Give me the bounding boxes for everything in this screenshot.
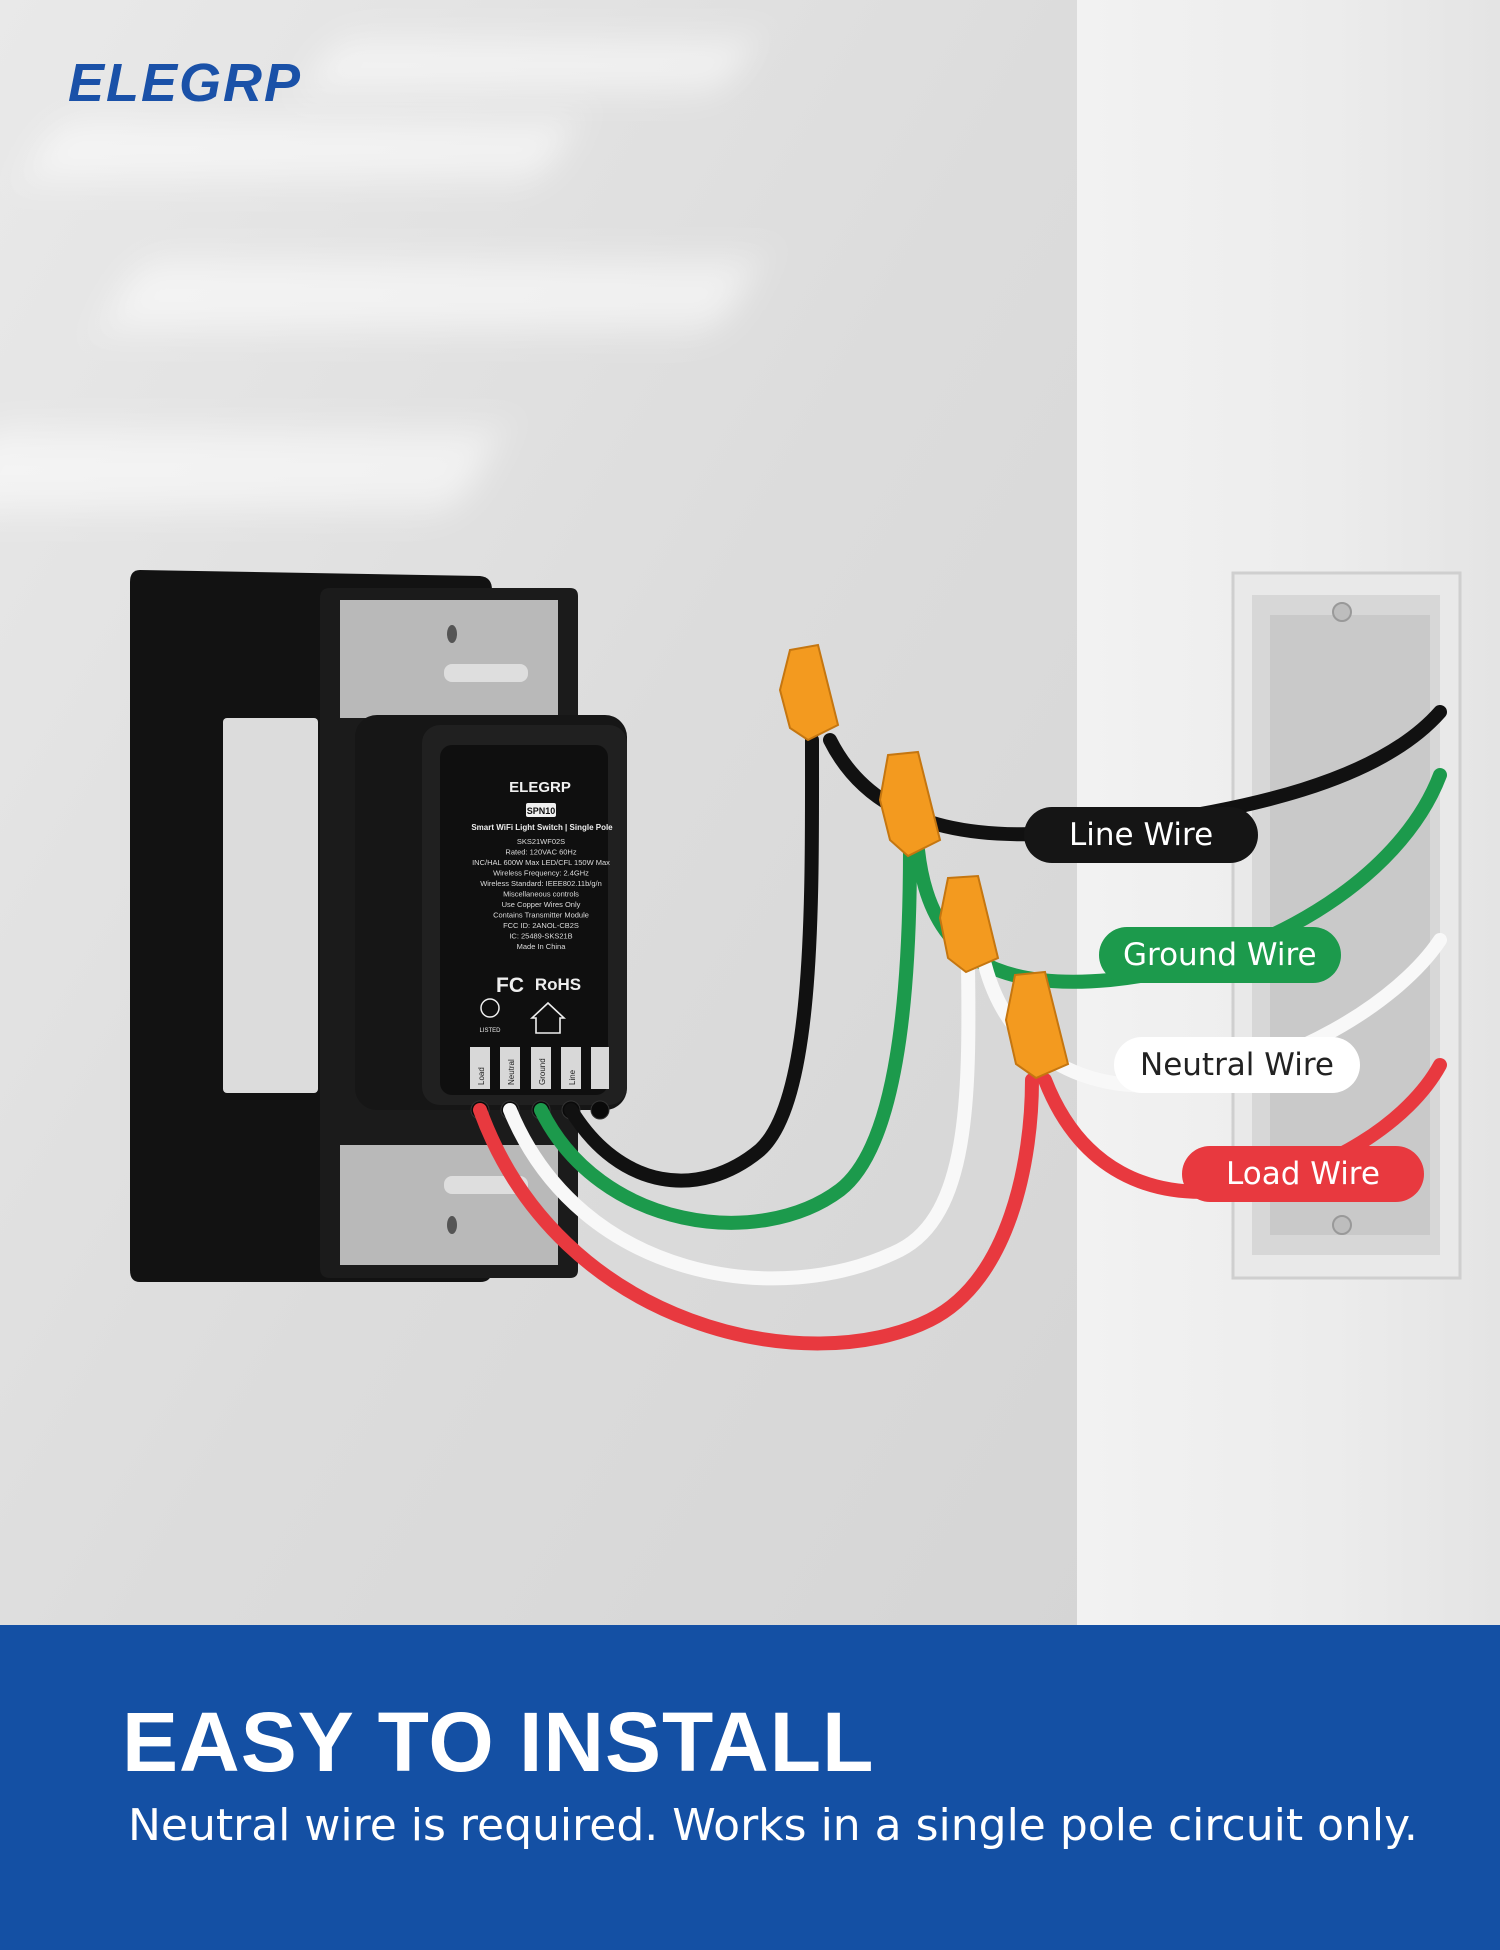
spec-line: Wireless Frequency: 2.4GHz xyxy=(493,869,589,878)
load-wire-label: Load Wire xyxy=(1182,1146,1424,1202)
spec-line: Miscellaneous controls xyxy=(503,890,579,899)
spec-line: Made In China xyxy=(517,942,567,951)
wiring-illustration: ELEGRP SPN10 Smart WiFi Light Switch | S… xyxy=(130,570,1462,1351)
spec-line: SKS21WF02S xyxy=(517,837,565,846)
neutral-wire-label: Neutral Wire xyxy=(1114,1037,1360,1093)
device-wires xyxy=(473,733,1039,1351)
device-title: Smart WiFi Light Switch | Single Pole xyxy=(471,823,613,832)
product-scene: ELEGRP xyxy=(0,0,1500,1625)
rohs-mark: RoHS xyxy=(535,975,581,994)
neutral-wire-device xyxy=(503,958,976,1286)
wire-nut-line xyxy=(778,643,840,742)
terminal-neutral: Neutral xyxy=(507,1059,516,1085)
spec-line: Wireless Standard: IEEE802.11b/g/n xyxy=(480,879,602,888)
brand-logo: ELEGRP xyxy=(68,53,303,113)
wire-nut-neutral xyxy=(938,874,1000,974)
terminal-ground: Ground xyxy=(538,1058,547,1085)
spec-line: FCC ID: 2ANOL-CB2S xyxy=(503,921,579,930)
wire-nut-load xyxy=(1004,970,1070,1080)
fc-mark: FC xyxy=(496,974,524,997)
headline: EASY TO INSTALL xyxy=(122,1695,875,1789)
ground-wire-label: Ground Wire xyxy=(1099,927,1341,983)
device-brand: ELEGRP xyxy=(509,779,571,796)
spec-line: IC: 25489-SKS21B xyxy=(509,932,572,941)
terminal-line: Line xyxy=(568,1069,577,1085)
terminal-strip xyxy=(470,1047,609,1089)
line-wire-label: Line Wire xyxy=(1024,807,1259,863)
model-badge: SPN10 xyxy=(527,806,556,816)
spec-line: Use Copper Wires Only xyxy=(502,900,581,909)
indoor-use-icon xyxy=(529,1001,567,1034)
wire-connectors xyxy=(778,643,1070,1080)
spec-line: Rated: 120VAC 60Hz xyxy=(505,848,576,857)
switch-body xyxy=(320,588,627,1278)
spec-line: Contains Transmitter Module xyxy=(493,911,589,920)
subline: Neutral wire is required. Works in a sin… xyxy=(128,1800,1418,1851)
ul-mark-icon xyxy=(480,998,500,1018)
load-wire-device xyxy=(473,1073,1039,1351)
ground-wire-device xyxy=(534,843,917,1230)
listed-mark: LISTED xyxy=(479,1028,501,1034)
wire-nut-ground xyxy=(878,750,942,858)
info-banner xyxy=(0,1625,1500,1950)
line-wire-device xyxy=(564,733,820,1188)
terminal-load: Load xyxy=(477,1067,486,1085)
spec-line: INC/HAL 600W Max LED/CFL 150W Max xyxy=(472,858,610,867)
